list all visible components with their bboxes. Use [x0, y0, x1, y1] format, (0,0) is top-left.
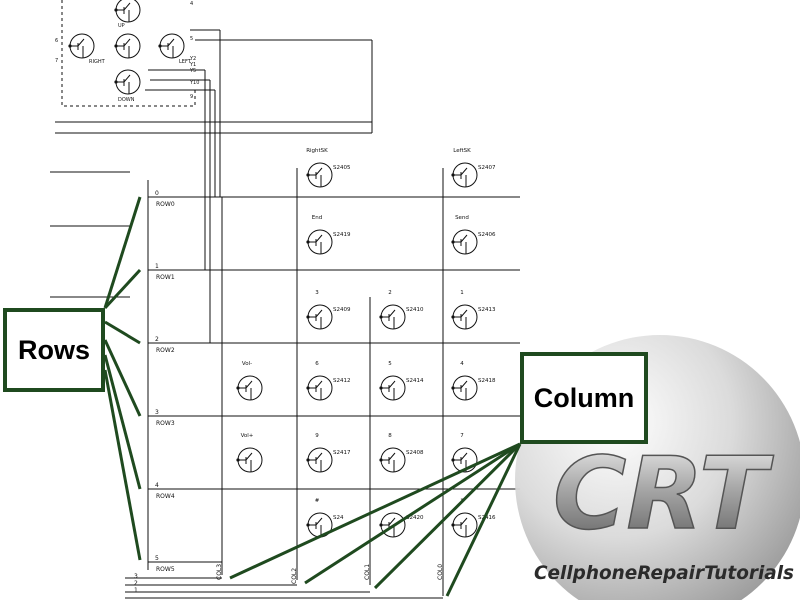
keypad-switch: S2405 RightSK — [306, 148, 351, 188]
keypad-switch: Vol- — [236, 361, 263, 401]
column-label: COL2 — [291, 568, 298, 584]
rows-callout: Rows — [3, 308, 105, 392]
column-label: COL3 — [216, 564, 223, 580]
switch-label: End — [312, 215, 322, 221]
switch-label: Send — [455, 215, 469, 221]
switch-label: LeftSK — [453, 148, 471, 154]
switch-label: 5 — [388, 361, 392, 367]
switch-ref: S2417 — [333, 450, 351, 456]
switch-ref: S2420 — [406, 515, 424, 521]
schematic-wires — [50, 0, 520, 599]
nav-pin-label: Y10 — [189, 80, 199, 86]
keypad-switch: S2406 Send — [451, 215, 496, 255]
keypad-switch: S2408 8 — [379, 433, 424, 473]
switch-ref: S2416 — [478, 515, 496, 521]
keypad-switch: Vol+ — [236, 433, 263, 473]
switch-label: 6 — [315, 361, 319, 367]
logo-tagline: CellphoneRepairTutorials — [534, 562, 794, 584]
bus-pin-label: 2 — [134, 580, 138, 587]
switch-label: 8 — [388, 433, 392, 439]
keypad-switch: S2420 — [379, 512, 424, 538]
switch-label: 4 — [460, 361, 464, 367]
bottom-bus-pins: 3 2 1 — [134, 573, 138, 594]
column-callout: Column — [520, 352, 648, 444]
switch-label: 9 — [315, 433, 319, 439]
logo-letters: CRT — [553, 435, 774, 552]
column-labels: COL3 COL2 COL1 COL0 — [216, 564, 444, 584]
nav-switch — [114, 33, 141, 59]
switch-ref: S24 — [333, 515, 344, 521]
nav-switch-label: RIGHT — [89, 59, 106, 65]
switch-ref: S2406 — [478, 232, 496, 238]
switch-label: 3 — [315, 290, 319, 296]
keypad-switch: S2409 3 — [306, 290, 351, 330]
row-pin-number: 1 — [155, 263, 159, 270]
switch-ref: S2410 — [406, 307, 424, 313]
keypad-switch: S2418 4 — [451, 361, 496, 401]
rows-callout-label: Rows — [17, 334, 90, 365]
keypad-switch: S2410 2 — [379, 290, 424, 330]
keypad-switch: S2407 LeftSK — [451, 148, 496, 188]
row-pin-number: 0 — [155, 190, 159, 197]
keypad-switch: S2413 1 — [451, 290, 496, 330]
switch-label: Vol- — [242, 361, 252, 367]
row-pin-number: 3 — [155, 409, 159, 416]
nav-switch-label: LEFT — [179, 59, 192, 65]
row-label: ROW5 — [156, 566, 175, 573]
nav-switch: UP — [114, 0, 141, 29]
row-label: ROW1 — [156, 274, 175, 281]
switch-ref: S2407 — [478, 165, 496, 171]
column-label: COL1 — [364, 564, 371, 580]
nav-pin-label: 5 — [190, 36, 193, 42]
switch-ref: S2414 — [406, 378, 424, 384]
keypad-switch: S24 # — [306, 498, 344, 538]
keypad-switch: S2417 9 — [306, 433, 351, 473]
row-pin-number: 4 — [155, 482, 159, 489]
keypad-switch: S2419 End — [306, 215, 351, 255]
bus-pin-label: 3 — [134, 573, 138, 580]
row-label: ROW4 — [156, 493, 175, 500]
switch-label: 1 — [460, 290, 464, 296]
nav-pin-label: 7 — [55, 58, 58, 64]
pointer-lines — [103, 196, 522, 597]
row-pin-number: 2 — [155, 336, 159, 343]
switch-array: S2405RightSKS2407LeftSKS2419EndS2406Send… — [236, 148, 496, 538]
switch-ref: S2412 — [333, 378, 351, 384]
switch-label: Vol+ — [241, 433, 254, 439]
nav-pin-label: 9 — [190, 94, 193, 100]
row-pin-number: 5 — [155, 555, 159, 562]
switch-ref: S2409 — [333, 307, 351, 313]
row-label: ROW3 — [156, 420, 175, 427]
switch-label: # — [315, 498, 320, 504]
nav-switch: DOWN — [114, 69, 141, 103]
nav-pin-label: Y2 — [189, 56, 196, 62]
nav-pin-label: Y5 — [189, 68, 196, 74]
keypad-switch: S2414 5 — [379, 361, 424, 401]
nav-switch: LEFT — [158, 33, 192, 65]
switch-label: 2 — [388, 290, 392, 296]
nav-pin-label: 6 — [55, 38, 58, 44]
switch-ref: S2413 — [478, 307, 496, 313]
column-label: COL0 — [437, 564, 444, 580]
keypad-switch: S2412 6 — [306, 361, 351, 401]
nav-switch-label: DOWN — [118, 97, 135, 103]
switch-ref: S2418 — [478, 378, 496, 384]
switch-ref: S2408 — [406, 450, 424, 456]
switch-ref: S2405 — [333, 165, 351, 171]
switch-label: RightSK — [306, 148, 328, 154]
nav-pin-label: Y1 — [189, 62, 196, 68]
column-callout-label: Column — [533, 382, 635, 413]
nav-switch-label: UP — [118, 23, 125, 29]
switch-ref: S2419 — [333, 232, 351, 238]
nav-switch: RIGHT — [68, 33, 106, 65]
row-label: ROW0 — [156, 201, 175, 208]
switch-label: 7 — [460, 433, 464, 439]
bus-pin-label: 1 — [134, 587, 138, 594]
nav-pin-label: 4 — [190, 1, 193, 7]
row-label: ROW2 — [156, 347, 175, 354]
